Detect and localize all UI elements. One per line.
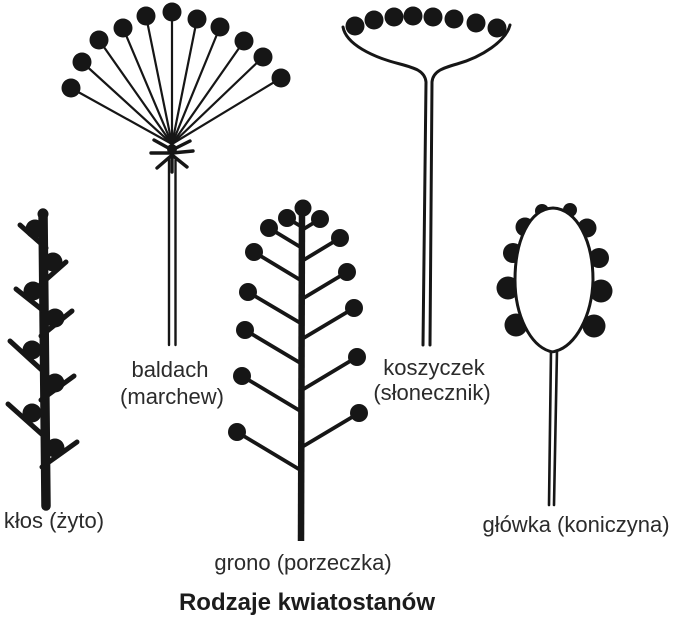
branch-line [235, 430, 304, 473]
flower-dot [22, 340, 42, 360]
figure-title: Rodzaje kwiatostanów [179, 589, 435, 616]
branch-line [170, 153, 189, 169]
umbel-stem [167, 158, 177, 347]
flower-dot [345, 16, 365, 36]
flower-dot [136, 6, 156, 26]
capitulum-flowers [345, 6, 507, 38]
flower-dot [23, 281, 43, 301]
flower-dot [22, 403, 42, 423]
flower-dot [45, 438, 65, 458]
spike-stem [38, 208, 51, 511]
branch-line [170, 76, 283, 146]
flower-dot [260, 219, 278, 237]
branch-line [170, 39, 246, 146]
flower-dot [45, 308, 65, 328]
branch-line [252, 250, 304, 283]
flower-dot [210, 17, 230, 37]
flower-dot [187, 9, 207, 29]
flower-dot [61, 78, 81, 98]
head-label: główka (koniczyna) [482, 512, 669, 537]
branch-line [144, 14, 174, 146]
flower-dot [345, 299, 363, 317]
raceme-flowers [228, 199, 368, 441]
flower-dot [350, 404, 368, 422]
flower-dot [311, 210, 329, 228]
flower-dot [72, 52, 92, 72]
branch-line [13, 286, 48, 315]
flower-dot [384, 7, 404, 27]
capitulum-receptacle-left [341, 25, 428, 347]
branch-line [80, 60, 174, 146]
flower-dot [245, 243, 263, 261]
flower-dot [239, 283, 257, 301]
branch-line [38, 259, 69, 287]
branch-line [240, 374, 304, 414]
flower-dot [444, 9, 464, 29]
flower-dot [589, 279, 613, 303]
spike-diagram: kłos (żyto) [4, 208, 104, 533]
flower-dot [233, 367, 251, 385]
flower-dot [589, 248, 609, 268]
branch-line [300, 411, 361, 449]
head-stem-left-line [547, 348, 553, 507]
umbel-diagram: baldach (marchew) [61, 2, 291, 409]
branch-line [97, 38, 174, 146]
capitulum-label-example: (słonecznik) [373, 380, 490, 405]
flower-dot [403, 6, 423, 26]
flower-dot [234, 31, 254, 51]
flower-dot [25, 219, 45, 239]
raceme-branches [235, 216, 361, 473]
head-stem [547, 348, 559, 507]
flower-dot [45, 373, 65, 393]
flower-dot [253, 47, 273, 67]
flower-dot [89, 30, 109, 50]
flower-dot [271, 68, 291, 88]
flower-dot [338, 263, 356, 281]
branch-line [246, 290, 304, 326]
capitulum-diagram: koszyczek (słonecznik) [341, 6, 512, 405]
raceme-label: grono (porzeczka) [214, 550, 391, 575]
spike-label: kłos (żyto) [4, 508, 104, 533]
flower-dot [278, 209, 296, 227]
raceme-diagram: grono (porzeczka) [214, 199, 392, 575]
spike-flowers [22, 219, 65, 458]
branch-line [170, 25, 222, 146]
branch-line [170, 149, 195, 155]
flower-dot [423, 7, 443, 27]
flower-dot [43, 252, 63, 272]
branch-line [69, 86, 174, 146]
branch-line [300, 355, 359, 392]
capitulum-receptacle-right [428, 23, 512, 347]
flower-dot [331, 229, 349, 247]
umbel-label-name: baldach [131, 357, 208, 382]
head-stem-right-line [552, 348, 559, 507]
head-receptacle-outline [513, 206, 595, 354]
flower-dot [364, 10, 384, 30]
branch-line [121, 26, 174, 146]
umbel-label-example: (marchew) [120, 384, 224, 409]
flower-dot [162, 2, 182, 22]
head-diagram: główka (koniczyna) [482, 203, 670, 537]
flower-dot [487, 18, 507, 38]
spike-stem-tip [37, 208, 49, 220]
flower-dot [466, 13, 486, 33]
flower-dot [294, 199, 312, 217]
branch-line [170, 17, 199, 146]
branch-line [170, 55, 265, 146]
flower-dot [348, 348, 366, 366]
branch-line [300, 306, 356, 341]
flower-dot [582, 314, 606, 338]
flower-dot [113, 18, 133, 38]
branch-line [155, 153, 174, 170]
raceme-stem [297, 205, 306, 542]
umbel-bract-knot [167, 144, 177, 154]
branch-line [243, 328, 304, 366]
umbel-rays [69, 10, 283, 146]
flower-dot [228, 423, 246, 441]
flower-dot [236, 321, 254, 339]
capitulum-label-name: koszyczek [383, 355, 485, 380]
umbel-flowers [61, 2, 291, 98]
